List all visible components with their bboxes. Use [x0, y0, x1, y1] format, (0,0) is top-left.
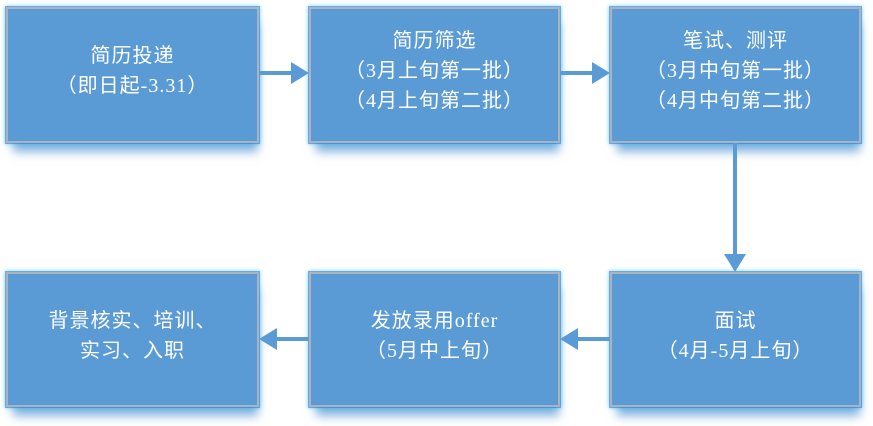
arrow-resume-submission-to-resume-screening — [259, 62, 309, 84]
flow-node-written-test-assessment: 笔试、测评 （3月中旬第一批） （4月中旬第二批） — [610, 7, 861, 143]
flow-node-resume-screening: 简历筛选 （3月上旬第一批） （4月上旬第二批） — [309, 7, 560, 143]
flow-node-background-check-onboarding: 背景核实、培训、 实习、入职 — [6, 272, 259, 407]
flow-node-text-line: 实习、入职 — [80, 339, 185, 362]
flow-node-text-line: （3月上旬第一批） — [345, 60, 524, 82]
flow-node-resume-submission: 简历投递 （即日起-3.31） — [6, 7, 259, 143]
flow-node-text-line: （4月-5月上旬） — [657, 339, 814, 362]
arrow-shaft — [560, 71, 592, 75]
flow-node-text-line: （即日起-3.31） — [56, 75, 209, 97]
flow-node-text-line: 简历投递 — [90, 45, 175, 67]
flow-node-label: 发放录用offer （5月中上旬） — [366, 306, 503, 366]
arrow-right-head-icon — [592, 62, 610, 84]
flow-node-text-line: 发放录用offer — [370, 309, 499, 332]
flow-node-text-line: （5月中上旬） — [366, 339, 503, 362]
arrow-left-head-icon — [560, 328, 578, 350]
flow-node-label: 背景核实、培训、 实习、入职 — [49, 306, 217, 366]
flow-node-text-line: 面试 — [714, 309, 757, 332]
arrow-offer-issuance-to-onboarding — [259, 328, 309, 350]
arrow-shaft — [733, 143, 737, 254]
flow-node-label: 笔试、测评 （3月中旬第一批） （4月中旬第二批） — [646, 26, 825, 116]
flow-node-text-line: （3月中旬第一批） — [646, 60, 825, 82]
arrow-shaft — [277, 337, 309, 341]
arrow-shaft — [578, 337, 610, 341]
flow-node-offer-issuance: 发放录用offer （5月中上旬） — [309, 272, 560, 407]
flow-node-text-line: 简历筛选 — [392, 30, 477, 52]
flow-node-interview: 面试 （4月-5月上旬） — [610, 272, 861, 407]
flow-node-text-line: （4月中旬第二批） — [646, 90, 825, 112]
flow-node-label: 面试 （4月-5月上旬） — [658, 306, 814, 366]
flow-node-text-line: 笔试、测评 — [683, 30, 788, 52]
arrow-resume-screening-to-written-test — [560, 62, 610, 84]
arrow-interview-to-offer-issuance — [560, 328, 610, 350]
arrow-left-head-icon — [259, 328, 277, 350]
flow-node-text-line: （4月上旬第二批） — [345, 90, 524, 112]
flow-node-label: 简历投递 （即日起-3.31） — [57, 41, 209, 101]
arrow-down-head-icon — [724, 254, 746, 272]
flow-node-label: 简历筛选 （3月上旬第一批） （4月上旬第二批） — [345, 26, 524, 116]
arrow-shaft — [259, 71, 291, 75]
flow-node-text-line: 背景核实、培训、 — [48, 309, 217, 332]
arrow-right-head-icon — [291, 62, 309, 84]
arrow-written-test-to-interview — [724, 143, 746, 272]
